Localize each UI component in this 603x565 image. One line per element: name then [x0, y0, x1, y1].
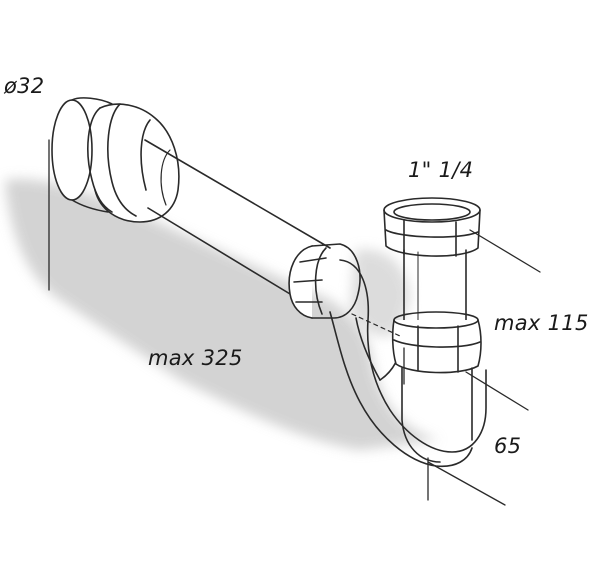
height-extension-line: [465, 371, 529, 411]
trap-bottom: [401, 367, 473, 463]
pipe-diameter-label: ø32: [4, 74, 45, 98]
depth-label: 65: [494, 434, 522, 458]
max-height-label: max 115: [494, 311, 589, 335]
centerline-dashed: [351, 313, 401, 337]
floor-shadow: [5, 179, 440, 451]
thread-nut: [383, 197, 481, 257]
vertical-riser: [403, 249, 467, 327]
max-length-label: max 325: [148, 346, 243, 370]
riser-clamp-nut: [391, 311, 482, 374]
fitting-shadow: [350, 249, 410, 337]
union-nut-horizontal: [288, 243, 361, 319]
horizontal-pipe: [144, 139, 331, 301]
thread-size-label: 1" 1/4: [408, 158, 474, 182]
wall-cone: [87, 103, 180, 223]
depth-extension-line: [427, 461, 506, 506]
inlet-pipe: [51, 97, 113, 213]
thread-leader-line: [469, 229, 541, 273]
